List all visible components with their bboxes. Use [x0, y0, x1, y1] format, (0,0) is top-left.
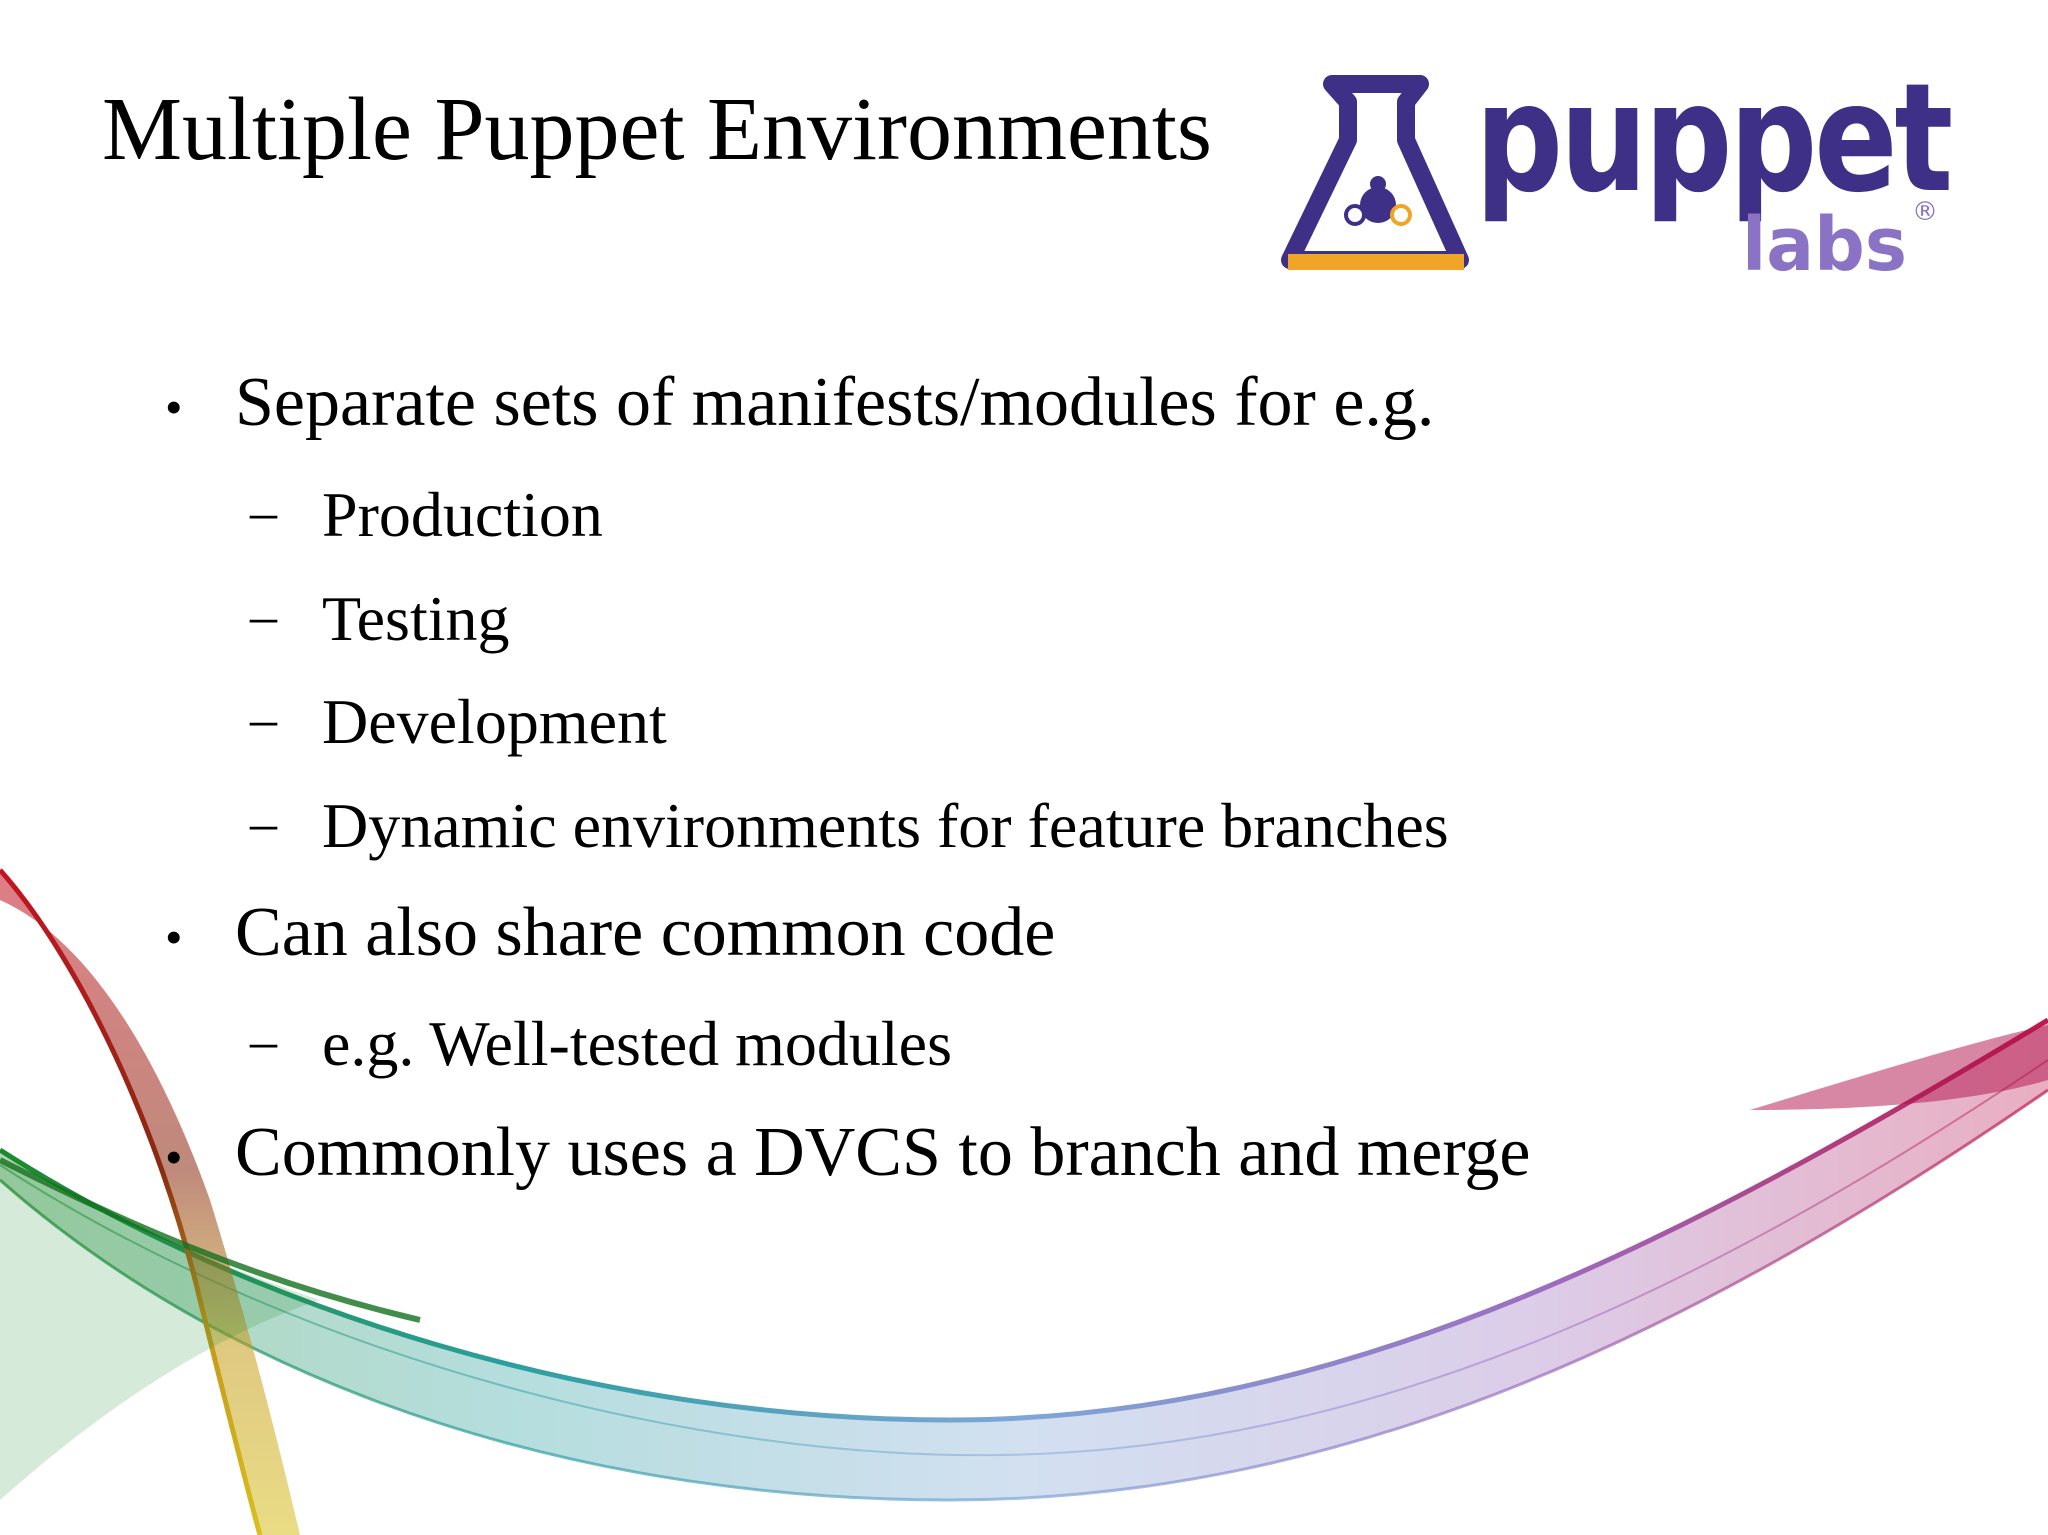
bullet-marker: • [165, 379, 183, 435]
puppet-labs-logo: puppet labs ® [1281, 70, 1955, 280]
sub-bullet-text: Dynamic environments for feature branche… [322, 790, 1449, 861]
registered-mark: ® [1912, 197, 1938, 227]
bullet-text: Separate sets of manifests/modules for e… [235, 364, 1435, 441]
bullet-marker: • [165, 1129, 183, 1185]
bullet-text: Can also share common code [235, 894, 1056, 971]
flask-icon [1281, 75, 1469, 270]
bullet-marker: • [165, 909, 183, 965]
logo-submark: labs [1742, 202, 1907, 280]
bullet-text: Commonly uses a DVCS to branch and merge [235, 1114, 1531, 1191]
dash-marker: – [250, 586, 277, 646]
dash-marker: – [250, 1011, 277, 1071]
sub-bullet-text: Development [322, 686, 667, 757]
sub-bullet-text: Production [322, 479, 603, 550]
dash-marker: – [250, 482, 277, 542]
logo-wordmark: puppet [1475, 70, 1951, 226]
slide-title: Multiple Puppet Environments [102, 80, 1212, 179]
dash-marker: – [250, 689, 277, 749]
dash-marker: – [250, 793, 277, 853]
sub-bullet-text: e.g. Well-tested modules [322, 1008, 952, 1079]
sub-bullet-text: Testing [322, 583, 510, 654]
